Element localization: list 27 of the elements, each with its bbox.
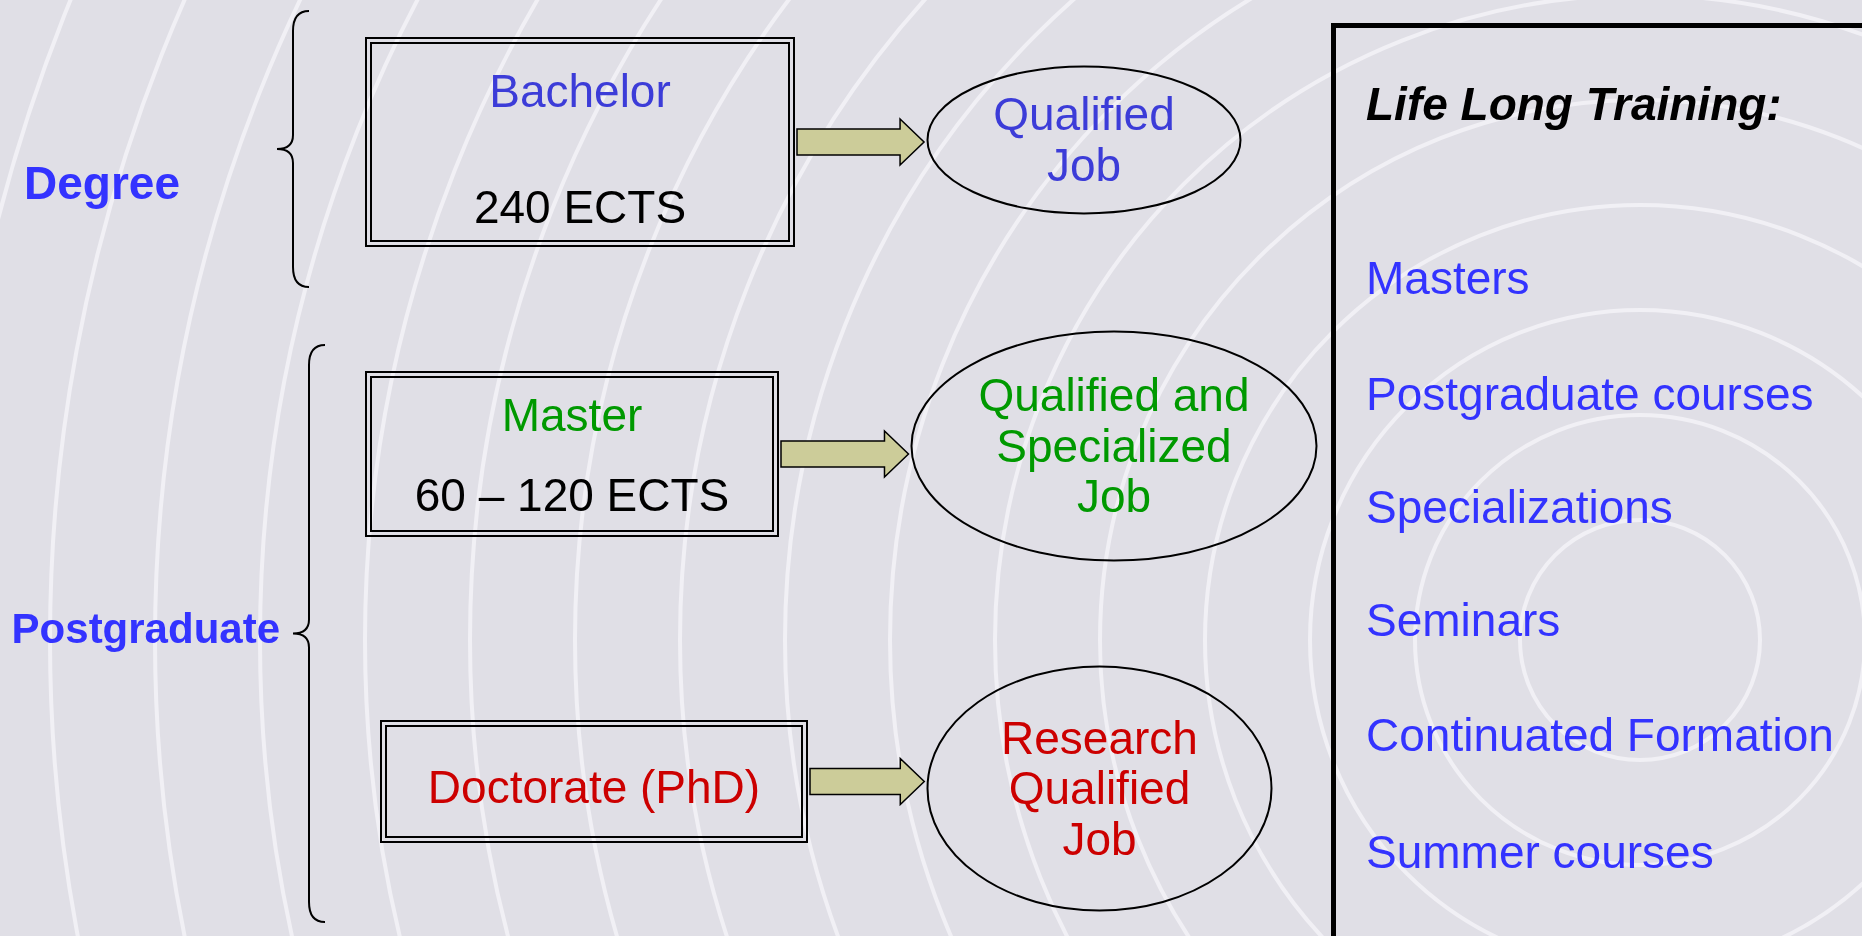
list-item: Masters: [1366, 253, 1530, 305]
block-arrow: [780, 429, 910, 479]
ellipse: [926, 665, 1273, 912]
list-item: Summer courses: [1366, 827, 1714, 879]
double-bordered-box: [365, 371, 779, 537]
list-item: Seminars: [1366, 595, 1561, 647]
list-item: Continuated Formation: [1366, 710, 1834, 762]
group-label: Degree: [24, 156, 180, 210]
training-panel: [1331, 23, 1862, 936]
credit-label: 240 ECTS: [472, 182, 688, 234]
block-arrow: [809, 756, 926, 807]
list-item: Postgraduate courses: [1366, 369, 1814, 421]
credit-label: 60 – 120 ECTS: [413, 470, 731, 522]
block-arrow: [796, 117, 926, 167]
outcome-text: Research Qualified Job: [1000, 712, 1199, 865]
outcome-text: Qualified and Specialized Job: [977, 370, 1251, 522]
group-label: Postgraduate: [11, 605, 280, 653]
ellipse: [910, 330, 1318, 562]
ellipse: [926, 65, 1242, 215]
list-item: Specializations: [1366, 482, 1673, 534]
double-bordered-box: [365, 37, 795, 247]
box-title: Master: [500, 390, 644, 442]
double-bordered-box: [380, 720, 808, 843]
panel-heading: Life Long Training:: [1366, 79, 1782, 131]
outcome-text: Qualified Job: [992, 89, 1176, 191]
box-title: Doctorate (PhD): [426, 762, 762, 814]
box-title: Bachelor: [488, 66, 672, 118]
